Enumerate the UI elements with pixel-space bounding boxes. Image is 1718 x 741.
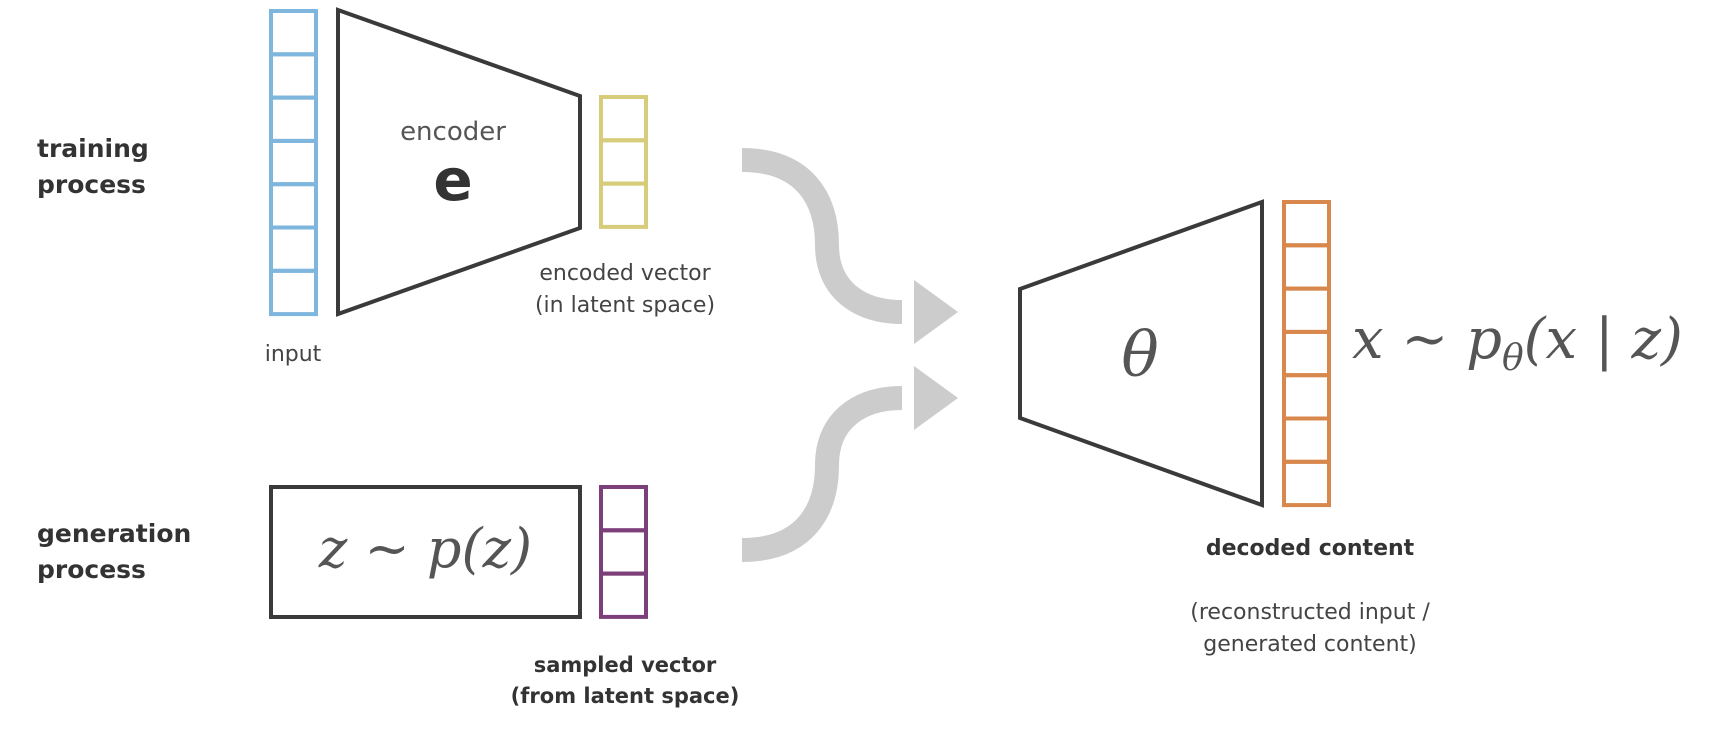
training-label: training process xyxy=(37,131,149,203)
generation-label-line1: generation xyxy=(37,519,192,548)
encoded-label-line1: encoded vector xyxy=(539,261,711,286)
sampled-label-line2: (from latent space) xyxy=(510,684,740,708)
vector-cell xyxy=(269,9,318,57)
input-label: input xyxy=(264,342,322,367)
sampled-vector xyxy=(599,485,648,619)
generation-label: generation process xyxy=(37,516,191,588)
decoder-symbol: θ xyxy=(1121,318,1159,391)
decoder-block xyxy=(1018,199,1264,508)
input-vector xyxy=(269,9,318,317)
vector-cell xyxy=(1282,286,1331,334)
vector-cell xyxy=(599,181,648,229)
vector-cell xyxy=(269,95,318,143)
decoded-content-sublabel: (reconstructed input / generated content… xyxy=(1160,597,1460,661)
likelihood-subscript: θ xyxy=(1501,338,1524,380)
vector-cell xyxy=(1282,373,1331,421)
likelihood-tail: (x | z) xyxy=(1523,307,1683,372)
prior-box xyxy=(269,485,582,619)
likelihood-formula: x ~ pθ(x | z) xyxy=(1352,304,1683,395)
training-arrow xyxy=(741,148,903,324)
decoded-sub-line1: (reconstructed input / xyxy=(1190,600,1430,625)
encoded-label-line2: (in latent space) xyxy=(534,293,716,318)
vector-cell xyxy=(269,182,318,230)
vector-cell xyxy=(599,528,648,576)
training-arrowhead xyxy=(914,280,958,344)
encoder-block xyxy=(336,7,582,317)
encoder-label: encoder xyxy=(400,117,506,147)
vector-cell xyxy=(599,571,648,619)
vector-cell xyxy=(1282,243,1331,291)
encoded-vector-label: encoded vector (in latent space) xyxy=(520,258,730,322)
generation-arrow xyxy=(741,386,903,562)
vector-cell xyxy=(269,268,318,317)
training-label-line1: training xyxy=(37,134,149,163)
encoded-vector xyxy=(599,95,648,229)
likelihood-main: x ~ p xyxy=(1352,307,1502,372)
sampled-vector-label: sampled vector (from latent space) xyxy=(510,650,740,712)
vector-cell xyxy=(1282,416,1331,464)
encoder-symbol: e xyxy=(433,146,473,214)
sampled-label-line1: sampled vector xyxy=(533,653,717,677)
vector-cell xyxy=(1282,329,1331,378)
vector-cell xyxy=(599,138,648,186)
prior-formula: z ~ p(z) xyxy=(318,517,533,580)
generation-label-line2: process xyxy=(37,555,146,584)
vector-cell xyxy=(1282,459,1331,508)
vector-cell xyxy=(269,52,318,100)
vector-cell xyxy=(1282,200,1331,248)
vector-cell xyxy=(269,138,318,187)
decoded-content-label: decoded content xyxy=(1205,536,1415,561)
generation-arrowhead xyxy=(914,366,958,430)
vector-cell xyxy=(599,95,648,143)
decoded-vector xyxy=(1282,200,1331,508)
training-label-line2: process xyxy=(37,170,146,199)
vector-cell xyxy=(599,485,648,533)
decoded-sub-line2: generated content) xyxy=(1203,632,1417,657)
vector-cell xyxy=(269,225,318,273)
